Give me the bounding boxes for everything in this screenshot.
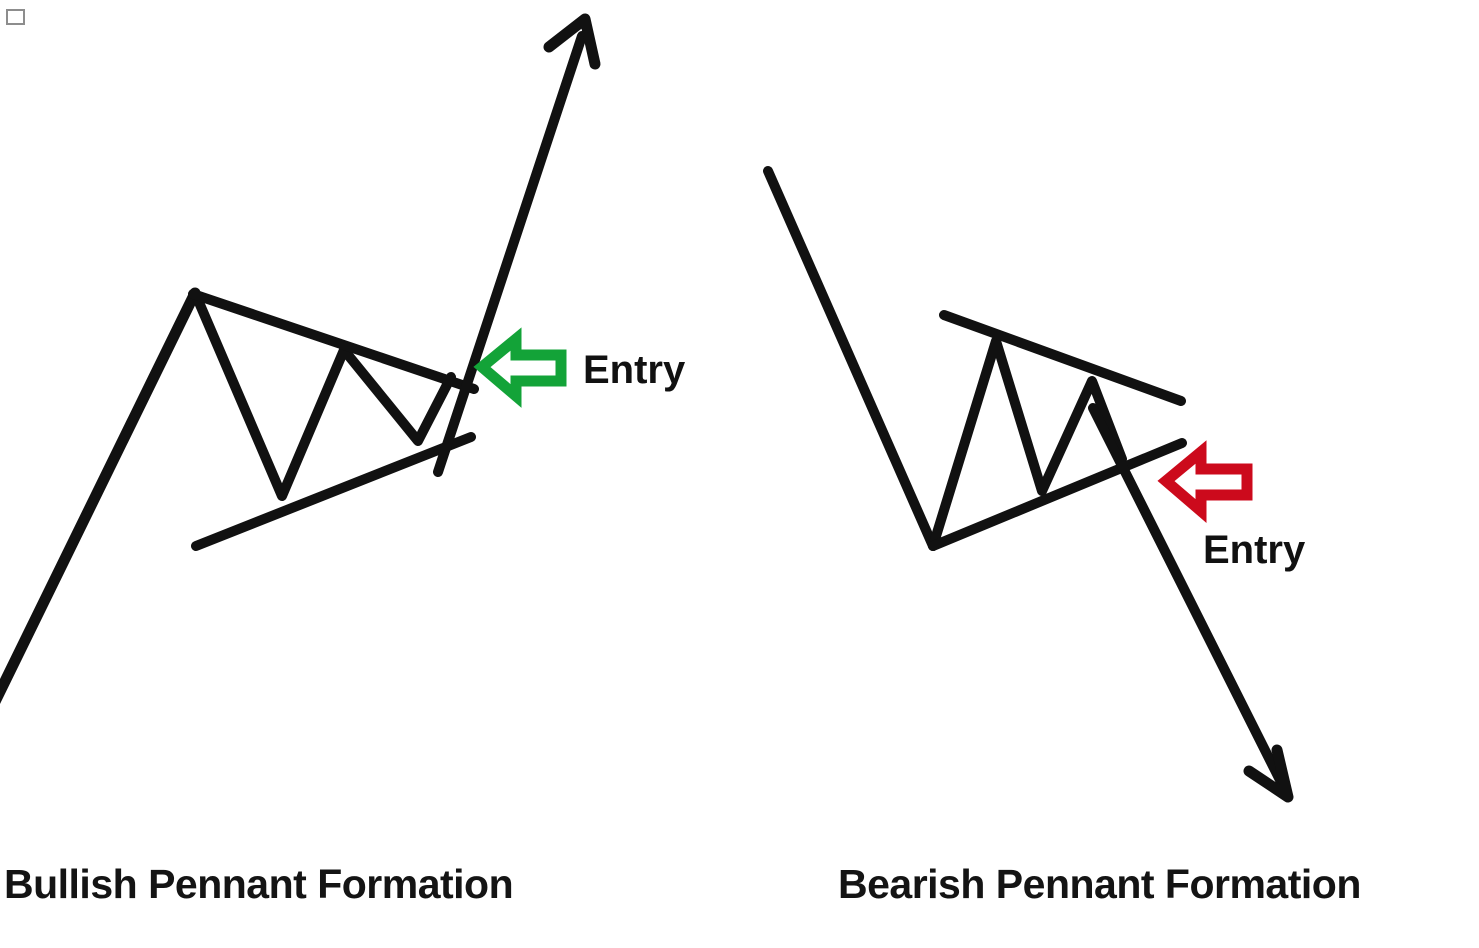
- bearish-flagpole: [763, 166, 938, 551]
- bullish-pennant-zigzag: [190, 288, 456, 501]
- bearish-entry-arrow-icon: [1157, 440, 1253, 523]
- bullish-upper-trendline: [188, 289, 479, 394]
- bearish-breakdown-arrowhead-icon: [1243, 744, 1294, 803]
- bullish-lower-trendline: [191, 432, 476, 551]
- bearish-caption: Bearish Pennant Formation: [838, 861, 1361, 907]
- bullish-caption: Bullish Pennant Formation: [4, 861, 513, 907]
- bullish-pennant-group: Entry Bullish Pennant Formation: [0, 13, 686, 907]
- bearish-pennant-zigzag: [928, 336, 1127, 551]
- bearish-pennant-group: Entry Bearish Pennant Formation: [763, 166, 1361, 907]
- bearish-breakdown-arrow: [1088, 403, 1288, 791]
- bearish-upper-trendline: [939, 310, 1186, 406]
- bullish-flagpole: [0, 287, 201, 704]
- bullish-breakout-arrowhead-icon: [543, 13, 601, 70]
- bullish-breakout-arrow: [433, 31, 587, 477]
- rectangle-outline-icon: [6, 9, 25, 25]
- bullish-entry-arrow-icon: [473, 327, 567, 408]
- bearish-lower-trendline: [928, 438, 1187, 551]
- bullish-entry-label: Entry: [583, 348, 686, 392]
- bearish-entry-label: Entry: [1203, 528, 1306, 572]
